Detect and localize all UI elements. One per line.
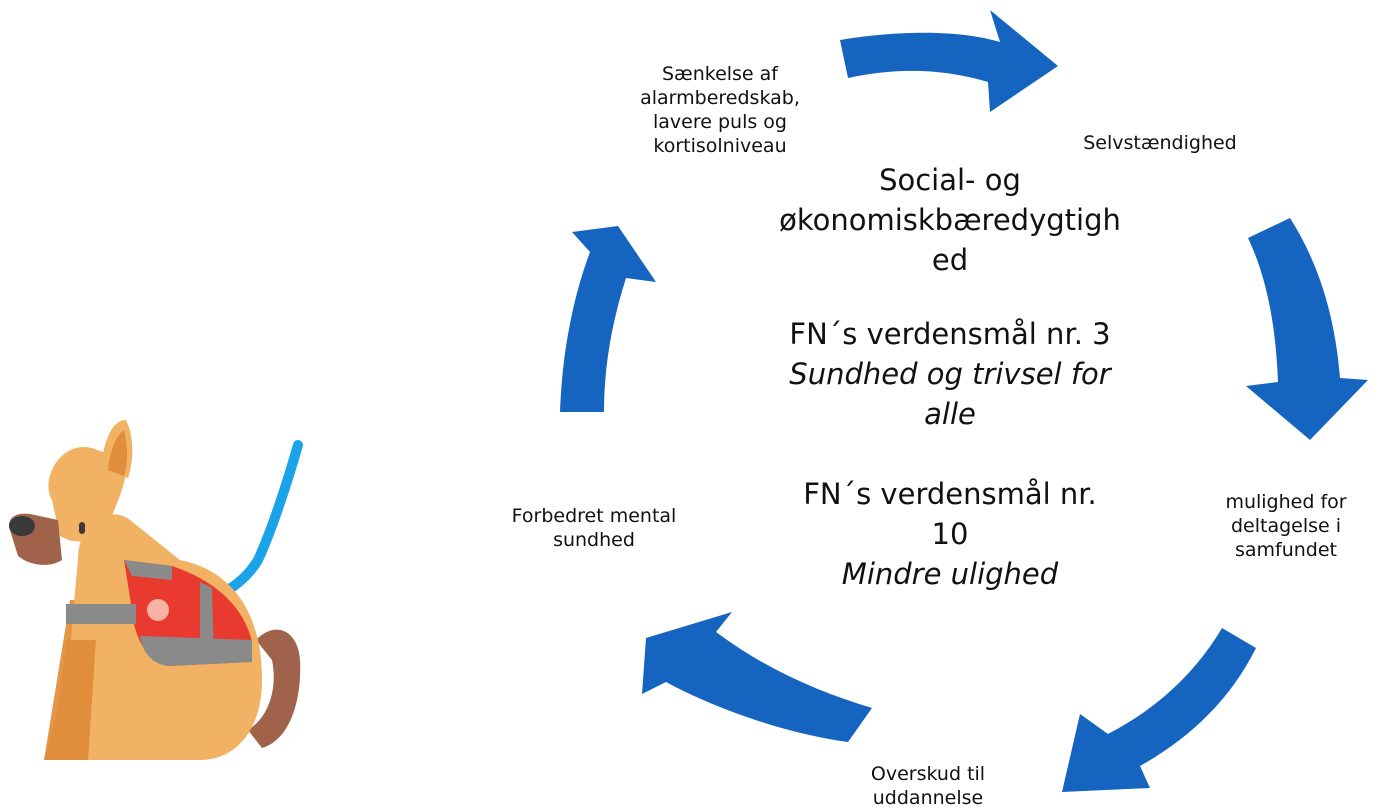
goal-3-title: FN´s verdensmål nr. 3 <box>789 317 1111 351</box>
cycle-arrow-icon <box>840 10 1058 112</box>
cycle-arrow-icon <box>642 612 872 742</box>
goal-10-title: FN´s verdensmål nr. 10 <box>803 477 1097 551</box>
cycle-arrow-icon <box>1062 628 1256 792</box>
node-education-surplus: Overskud til uddannelse <box>870 763 986 809</box>
node-stress-reduction: Sænkelse af alarmberedskab, lavere puls … <box>640 63 800 157</box>
service-dog-icon <box>9 420 303 760</box>
cycle-arrows <box>560 10 1368 792</box>
goal-10-subtitle: Mindre ulighed <box>841 557 1059 591</box>
node-independence: Selvstændighed <box>1083 132 1237 154</box>
cycle-arrow-icon <box>560 226 656 412</box>
cycle-arrow-icon <box>1246 218 1368 440</box>
node-mental-health: Forbedret mental sundhed <box>511 505 677 551</box>
goal-3-subtitle: Sundhed og trivsel for alle <box>789 357 1111 431</box>
node-societal-participation: mulighed for deltagelse i samfundet <box>1225 491 1347 561</box>
center-heading: Social- og økonomiskbæredygtigh ed <box>779 163 1121 277</box>
